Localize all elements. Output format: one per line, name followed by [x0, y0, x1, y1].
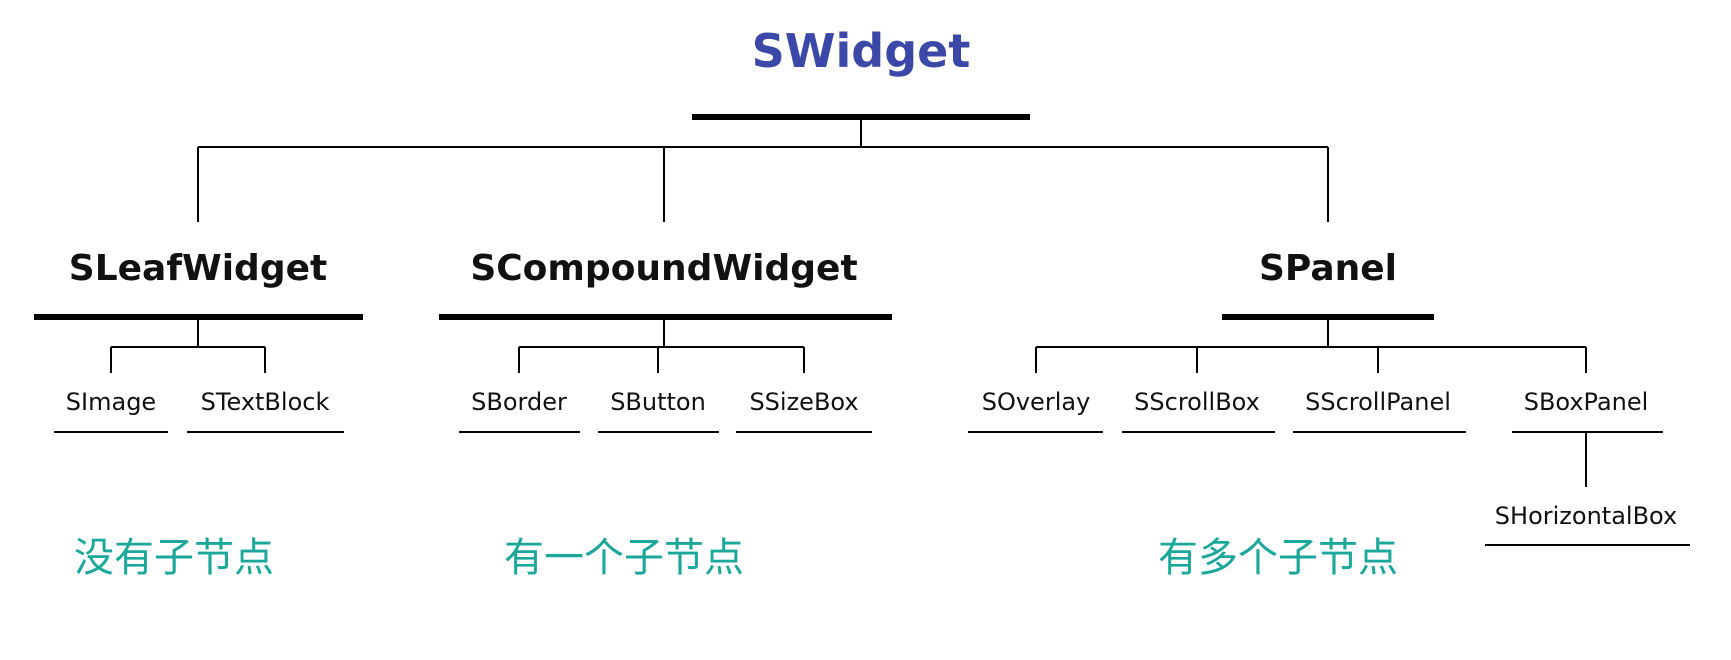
node-sscrollpanel: SScrollPanel [1305, 388, 1451, 416]
node-sboxpanel: SBoxPanel [1523, 388, 1649, 416]
node-ssizebox: SSizeBox [749, 388, 859, 416]
node-soverlay: SOverlay [981, 388, 1091, 416]
note-one-child: 有一个子节点 [504, 535, 744, 581]
node-stextblock: STextBlock [200, 388, 330, 416]
node-swidget: SWidget [751, 24, 971, 78]
note-multiple-children: 有多个子节点 [1158, 535, 1398, 581]
node-spanel: SPanel [1258, 248, 1398, 289]
node-sborder: SBorder [471, 388, 567, 416]
node-scompoundwidget: SCompoundWidget [470, 248, 858, 289]
node-simage: SImage [65, 388, 157, 416]
note-no-children: 没有子节点 [74, 535, 274, 581]
node-sscrollbox: SScrollBox [1134, 388, 1260, 416]
node-shorizontalbox: SHorizontalBox [1494, 502, 1678, 530]
node-sleafwidget: SLeafWidget [68, 248, 328, 289]
node-sbutton: SButton [610, 388, 706, 416]
